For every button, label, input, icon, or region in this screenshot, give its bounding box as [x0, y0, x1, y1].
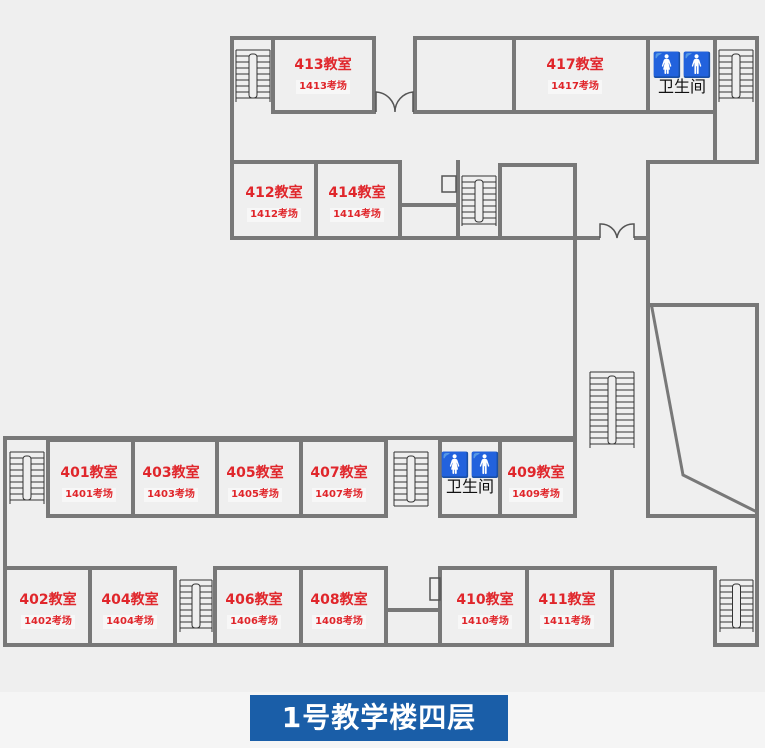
exam-label: 1404考场 [103, 615, 157, 629]
exam-label: 1407考场 [312, 488, 366, 502]
restroom-label: 卫生间 [445, 477, 494, 496]
room-407: 407教室 1407考场 [297, 464, 381, 502]
walls [3, 36, 760, 647]
room-name: 414教室 [328, 185, 386, 201]
exam-label: 1417考场 [548, 80, 602, 94]
room-410: 410教室 1410考场 [443, 591, 527, 629]
room-name: 406教室 [225, 592, 283, 608]
door-icon [441, 175, 457, 193]
stairs-icon [393, 451, 429, 507]
room-name: 410教室 [456, 592, 514, 608]
restroom-icon: 🚺🚹 [652, 51, 712, 79]
exam-label: 1405考场 [228, 488, 282, 502]
room-name: 407教室 [310, 465, 368, 481]
exam-label: 1412考场 [247, 208, 301, 222]
stairs-icon [9, 451, 45, 504]
exam-label: 1401考场 [62, 488, 116, 502]
room-name: 412教室 [245, 185, 303, 201]
restroom-label: 卫生间 [657, 77, 706, 96]
room-name: 411教室 [538, 592, 596, 608]
stairs-group [9, 49, 754, 632]
floor-title: 1号教学楼四层 [250, 695, 508, 741]
room-403: 403教室 1403考场 [129, 464, 213, 502]
door-icons [375, 91, 635, 601]
exam-label: 1408考场 [312, 615, 366, 629]
room-401: 401教室 1401考场 [47, 464, 131, 502]
exam-label: 1413考场 [296, 80, 350, 94]
room-413: 413教室 1413考场 [281, 56, 365, 94]
room-name: 409教室 [507, 465, 565, 481]
stairs-icon [235, 49, 271, 102]
restroom-lower: 🚺🚹卫生间 [440, 452, 500, 496]
restroom-icon: 🚺🚹 [440, 451, 500, 479]
room-414: 414教室 1414考场 [315, 184, 399, 222]
exam-label: 1402考场 [21, 615, 75, 629]
room-name: 403教室 [142, 465, 200, 481]
room-name: 408教室 [310, 592, 368, 608]
room-name: 402教室 [19, 592, 77, 608]
stairs-icon [719, 579, 754, 632]
exam-label: 1410考场 [458, 615, 512, 629]
room-406: 406教室 1406考场 [212, 591, 296, 629]
room-404: 404教室 1404考场 [88, 591, 172, 629]
exam-label: 1411考场 [540, 615, 594, 629]
exam-label: 1414考场 [330, 208, 384, 222]
stairs-icon [179, 579, 213, 632]
room-name: 405教室 [226, 465, 284, 481]
room-name: 413教室 [294, 57, 352, 73]
door-icon [375, 91, 414, 113]
room-417: 417教室 1417考场 [533, 56, 617, 94]
room-name: 404教室 [101, 592, 159, 608]
restroom-top: 🚺🚹卫生间 [652, 52, 712, 96]
room-name: 417教室 [546, 57, 604, 73]
room-405: 405教室 1405考场 [213, 464, 297, 502]
room-402: 402教室 1402考场 [6, 591, 90, 629]
room-409: 409教室 1409考场 [494, 464, 578, 502]
room-412: 412教室 1412考场 [232, 184, 316, 222]
room-408: 408教室 1408考场 [297, 591, 381, 629]
stairs-icon [461, 175, 497, 226]
stairs-icon [589, 371, 635, 448]
floor-plan [3, 36, 760, 647]
room-411: 411教室 1411考场 [525, 591, 609, 629]
exam-label: 1403考场 [144, 488, 198, 502]
exam-label: 1406考场 [227, 615, 281, 629]
door-icon [429, 577, 441, 601]
stairs-icon [718, 49, 754, 102]
exam-label: 1409考场 [509, 488, 563, 502]
room-name: 401教室 [60, 465, 118, 481]
door-icon [599, 223, 635, 239]
